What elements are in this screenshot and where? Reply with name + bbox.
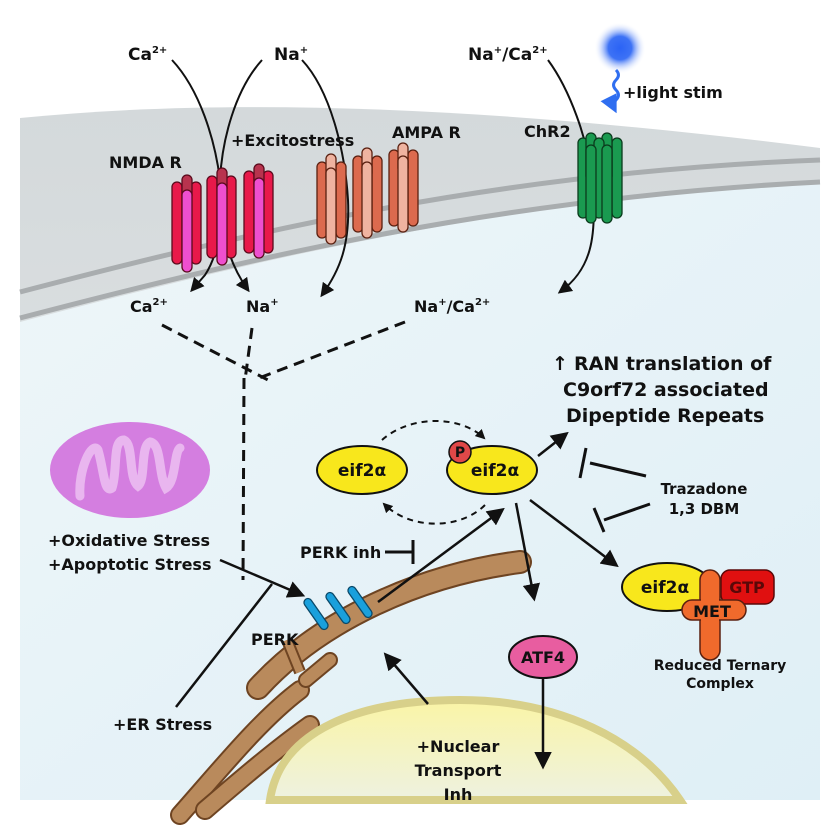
apoptotic-stress-label: +Apoptotic Stress — [48, 555, 211, 574]
atf4: ATF4 — [508, 635, 578, 679]
ternary-caption-1: Reduced Ternary — [654, 658, 787, 674]
perk-inh-label: PERK inh — [300, 543, 381, 562]
outcome-line-2: C9orf72 associated — [563, 379, 769, 401]
dbm-label: 1,3 DBM — [669, 500, 740, 518]
gtp-block — [720, 569, 775, 605]
oxidative-stress-label: +Oxidative Stress — [48, 531, 210, 550]
ampa-receptors — [316, 142, 419, 245]
excitostress-label: +Excitostress — [231, 131, 354, 150]
ampa-receptor — [316, 153, 347, 245]
outcome-line-1: RAN translation of — [574, 353, 772, 375]
er-stress-label: +ER Stress — [113, 715, 212, 734]
eif2a-phosphorylated: eif2α P — [446, 440, 538, 495]
nmda-receptor — [206, 167, 237, 266]
light-arrow — [600, 68, 620, 114]
ion-label-na-in: Na+ — [246, 297, 279, 316]
svg-text:P: P — [455, 445, 465, 461]
ion-label-ca-in: Ca2+ — [130, 297, 168, 316]
light-source-icon — [594, 22, 646, 114]
svg-text:eif2α: eif2α — [338, 461, 386, 481]
eif2a-unphosphorylated: eif2α — [316, 445, 408, 495]
eif2a-cycle-arrows — [381, 420, 486, 525]
svg-text:GTP: GTP — [729, 578, 765, 597]
cell — [19, 107, 821, 801]
nmda-receptor — [243, 163, 274, 259]
endoplasmic-reticulum — [170, 550, 532, 825]
ampa-receptor — [352, 147, 383, 239]
membrane-inner-leaflet — [19, 179, 821, 321]
perk-label: PERK — [251, 630, 299, 649]
phosphate-icon — [448, 440, 472, 464]
chr2-label: ChR2 — [524, 122, 571, 141]
trazadone-inhibition-bars — [578, 447, 651, 533]
nuclear-inh-label-1: +Nuclear — [417, 737, 500, 756]
outcome-line-3: Dipeptide Repeats — [566, 405, 764, 427]
outcome-arrow: ↑ — [552, 353, 568, 375]
light-stim-label: +light stim — [623, 83, 723, 102]
convergence-dashed-lines — [161, 320, 406, 581]
ion-label-ca-out: Ca2+ — [128, 45, 167, 65]
ternary-complex: GTP eif2α MET — [621, 562, 775, 661]
output-arrows — [514, 431, 619, 770]
perk-inh-bar — [385, 540, 415, 564]
perk-receptor — [303, 585, 373, 631]
ion-label-na-out: Na+ — [274, 45, 308, 65]
nmda-receptors — [171, 163, 274, 273]
stress-arrows — [175, 507, 505, 708]
svg-text:eif2α: eif2α — [471, 461, 519, 481]
ternary-caption-2: Complex — [686, 676, 754, 692]
membrane-outer-leaflet — [19, 157, 821, 295]
nuclear-inh-label-2: Transport — [415, 761, 502, 780]
svg-text:eif2α: eif2α — [641, 578, 689, 598]
chr2-channel — [577, 132, 623, 224]
nuclear-inh-label-3: Inh — [444, 785, 473, 804]
svg-text:ATF4: ATF4 — [521, 648, 565, 667]
trazadone-label: Trazadone — [661, 480, 748, 498]
nucleus — [265, 695, 688, 804]
ion-label-naca-out: Na+/Ca2+ — [468, 45, 548, 65]
svg-text:MET: MET — [693, 602, 731, 621]
nmda-receptor — [171, 174, 202, 273]
mitochondrion-icon — [50, 422, 210, 518]
nmda-label: NMDA R — [109, 153, 182, 172]
ion-label-naca-in: Na+/Ca2+ — [414, 297, 490, 316]
ampa-label: AMPA R — [392, 123, 461, 142]
ampa-receptor — [388, 142, 419, 233]
